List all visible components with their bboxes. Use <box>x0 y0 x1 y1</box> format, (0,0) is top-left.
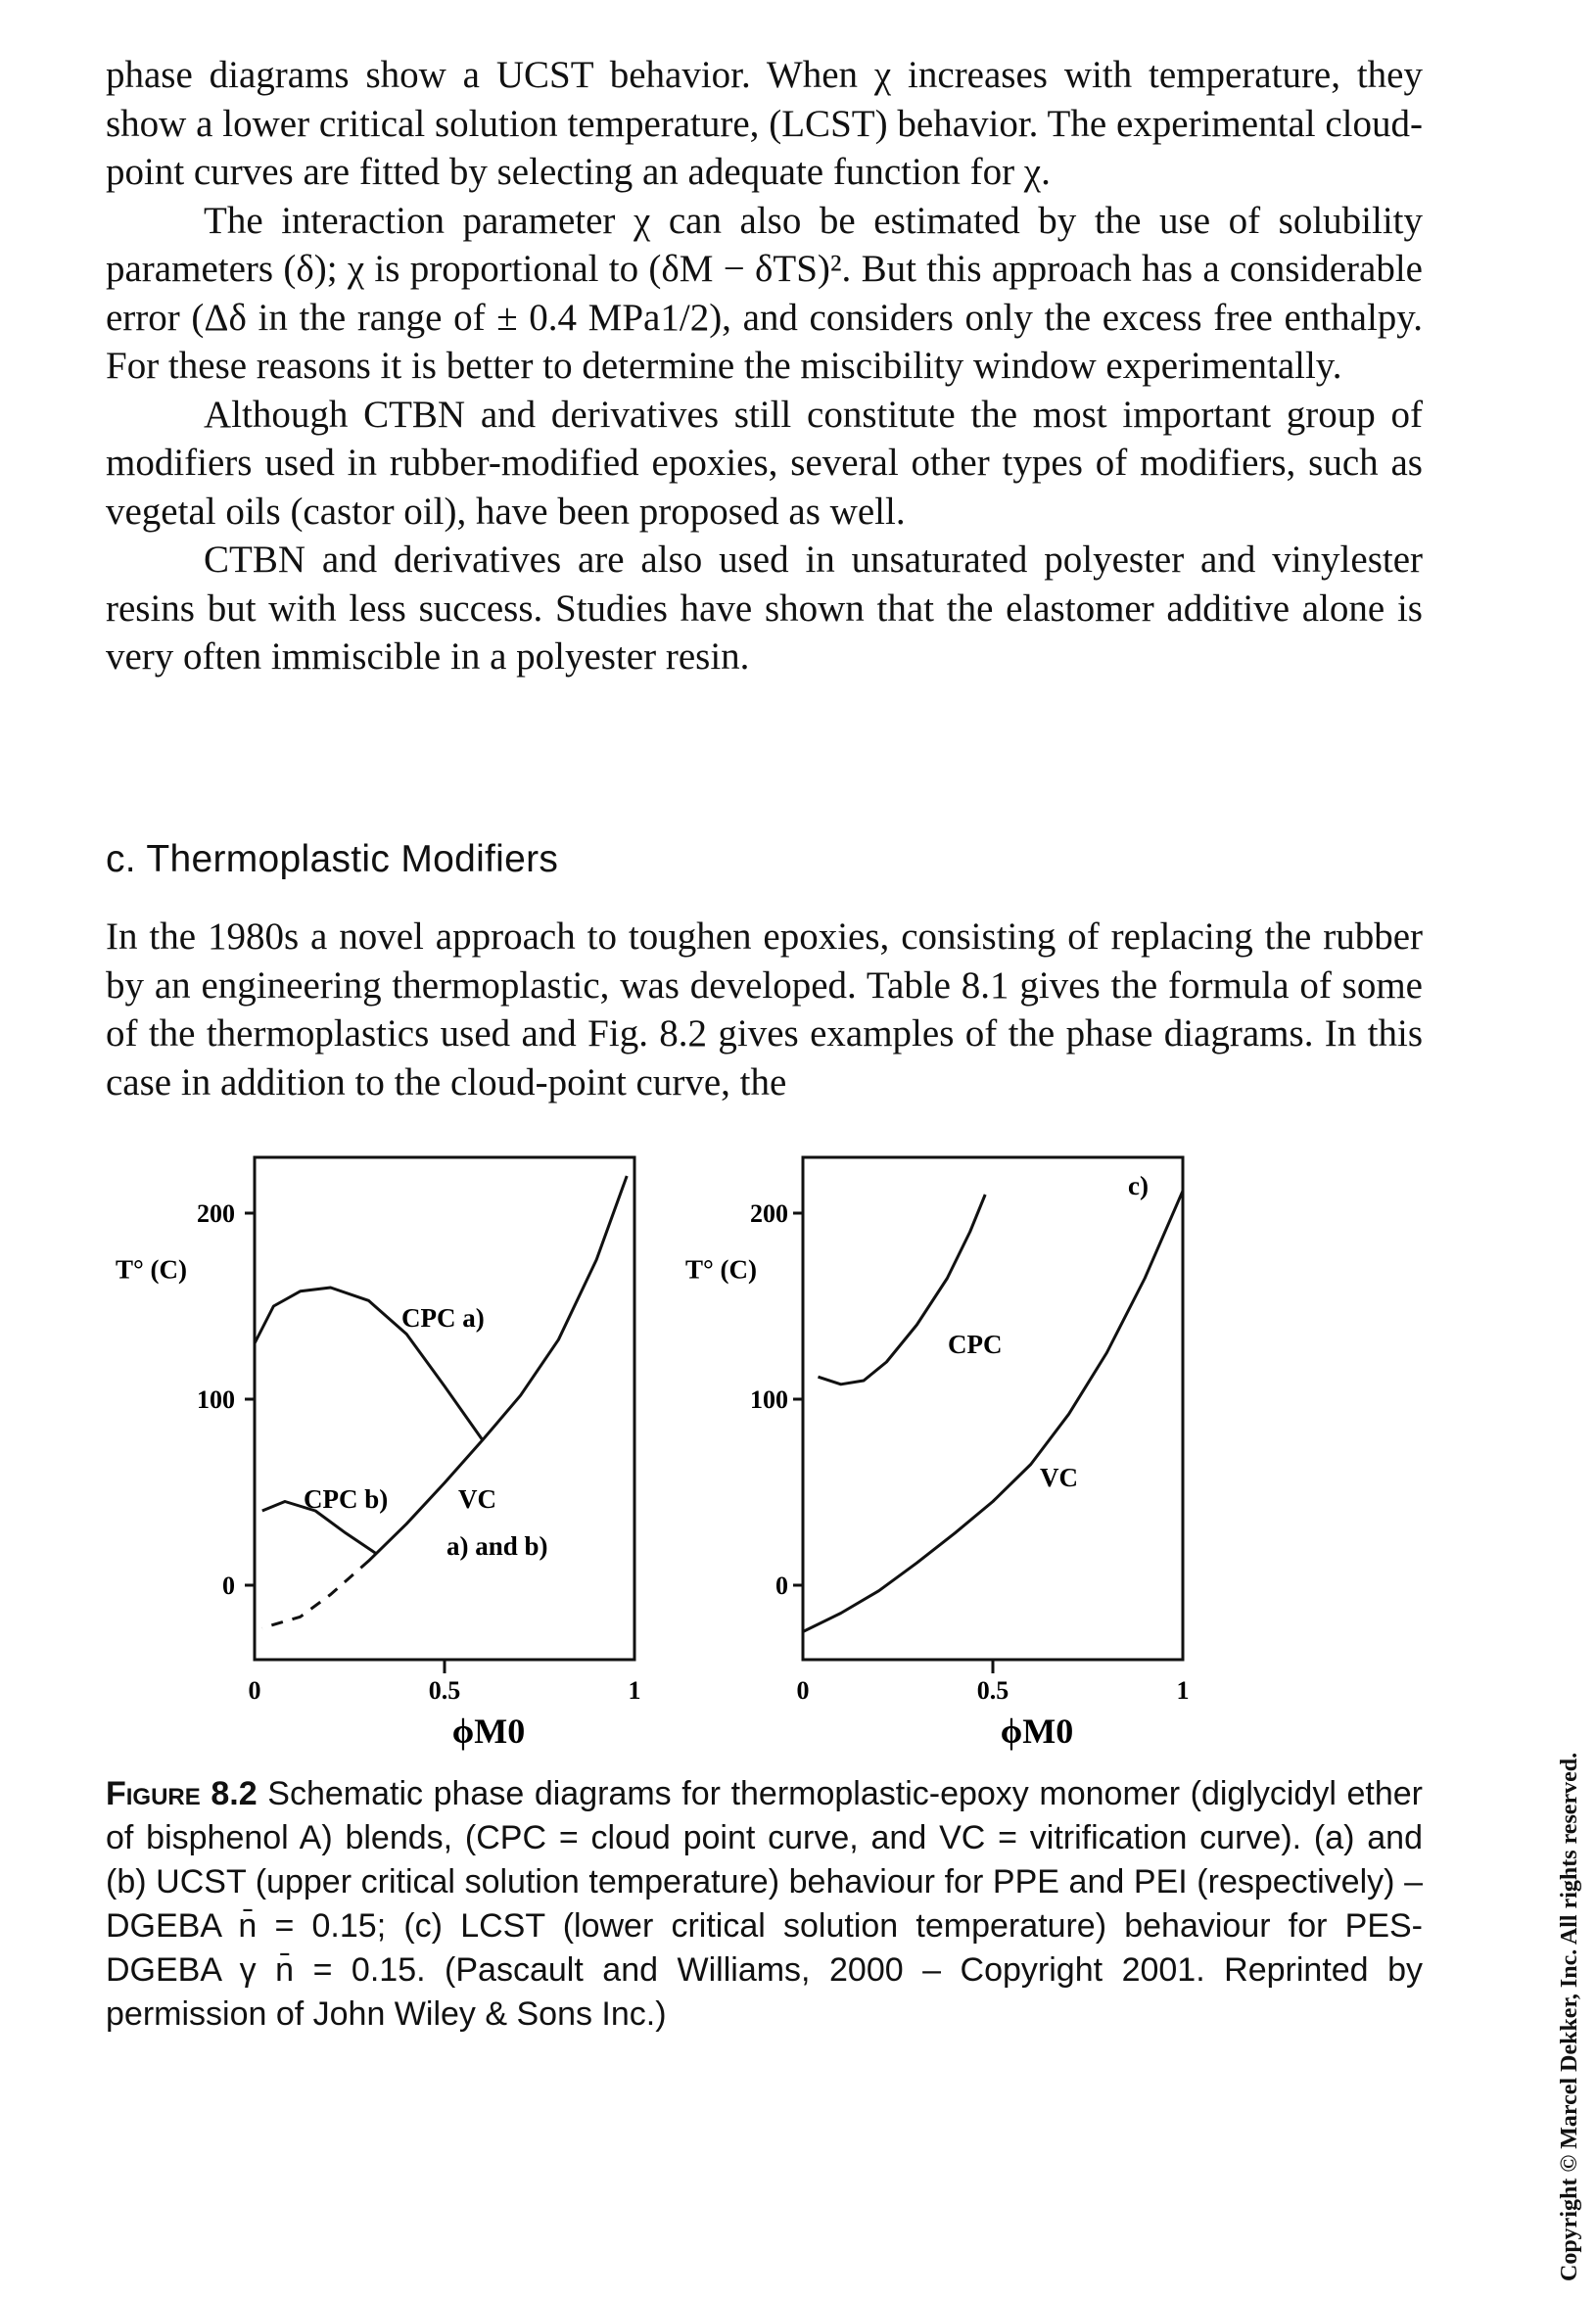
series-line <box>818 1194 987 1386</box>
x-tick-label: 1 <box>1177 1676 1190 1705</box>
panel-left: 200 100 0 0 0.5 1 T° (C) ϕM0 CPC a) CPC b) VC a) an… <box>116 1155 641 1751</box>
series-line <box>261 1175 629 1630</box>
curve-annotation: VC <box>458 1484 496 1514</box>
y-axis-label: T° (C) <box>116 1255 187 1285</box>
paragraph-2: The interaction parameter χ can also be … <box>106 199 1423 388</box>
series-line <box>261 1500 378 1555</box>
curve-annotation: VC <box>1040 1463 1078 1492</box>
y-tick-label: 100 <box>750 1385 788 1414</box>
paragraph-3: Although CTBN and derivatives still cons… <box>106 393 1423 533</box>
curve-annotation: CPC a) <box>401 1303 485 1333</box>
y-axis-label: T° (C) <box>685 1255 757 1285</box>
curve-annotation: CPC <box>948 1330 1003 1359</box>
curve-annotation: c) <box>1128 1171 1149 1200</box>
curve-annotation: CPC b) <box>304 1484 388 1514</box>
section-heading: c. Thermoplastic Modifiers <box>106 838 559 880</box>
dashed-segment <box>261 1559 370 1630</box>
series-line <box>253 1286 485 1441</box>
paragraph-4: CTBN and derivatives are also used in un… <box>106 539 1423 678</box>
x-tick-label: 0 <box>249 1676 261 1705</box>
x-tick-label: 1 <box>629 1676 641 1705</box>
caption-text: Schematic phase diagrams for thermoplast… <box>106 1775 1423 2033</box>
panel-right: 200 100 0 0 0.5 1 T° (C) ϕM0 CPC VC c) <box>685 1155 1190 1751</box>
x-tick-label: 0.5 <box>977 1676 1009 1705</box>
paragraph-1: phase diagrams show a UCST behavior. Whe… <box>106 54 1423 193</box>
y-tick-label: 100 <box>197 1385 235 1414</box>
y-tick-label: 0 <box>775 1572 788 1600</box>
x-axis-label: ϕM0 <box>452 1712 525 1751</box>
figure-caption: Figure 8.2 Schematic phase diagrams for … <box>106 1772 1423 2037</box>
copyright-notice: Copyright © Marcel Dekker, Inc. All righ… <box>1557 1752 1582 2281</box>
x-tick-label: 0.5 <box>429 1676 461 1705</box>
body-text-top: phase diagrams show a UCST behavior. Whe… <box>106 51 1423 681</box>
plot-frame <box>801 1155 1185 1662</box>
paragraph-5: In the 1980s a novel approach to toughen… <box>106 915 1423 1103</box>
x-tick-label: 0 <box>797 1676 810 1705</box>
series-line <box>802 1190 1185 1633</box>
y-tick-label: 200 <box>197 1199 235 1228</box>
y-tick-label: 0 <box>222 1572 235 1600</box>
figure-label: Figure 8.2 <box>106 1775 258 1812</box>
y-tick-label: 200 <box>750 1199 788 1228</box>
x-axis-label: ϕM0 <box>1001 1712 1073 1751</box>
curve-annotation: a) and b) <box>446 1531 548 1561</box>
plot-frame <box>253 1155 636 1662</box>
